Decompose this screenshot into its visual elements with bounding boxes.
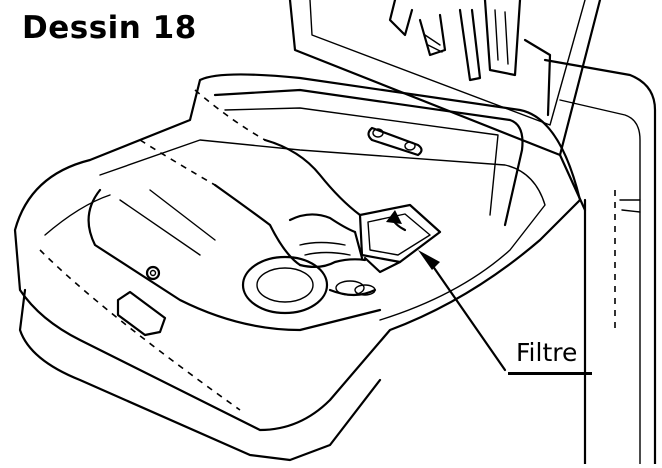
inner-tub [87,88,524,332]
figure-title: Dessin 18 [22,10,197,46]
front-handle [116,290,167,337]
callout-underline [508,372,592,375]
open-lid [288,0,602,212]
hand-arm [139,89,367,269]
basin-rim [13,73,582,462]
filter-callout-label: Filtre [516,338,578,367]
cabinet-body [543,58,657,466]
callout-pointer [418,250,507,372]
filter-part [358,203,442,274]
